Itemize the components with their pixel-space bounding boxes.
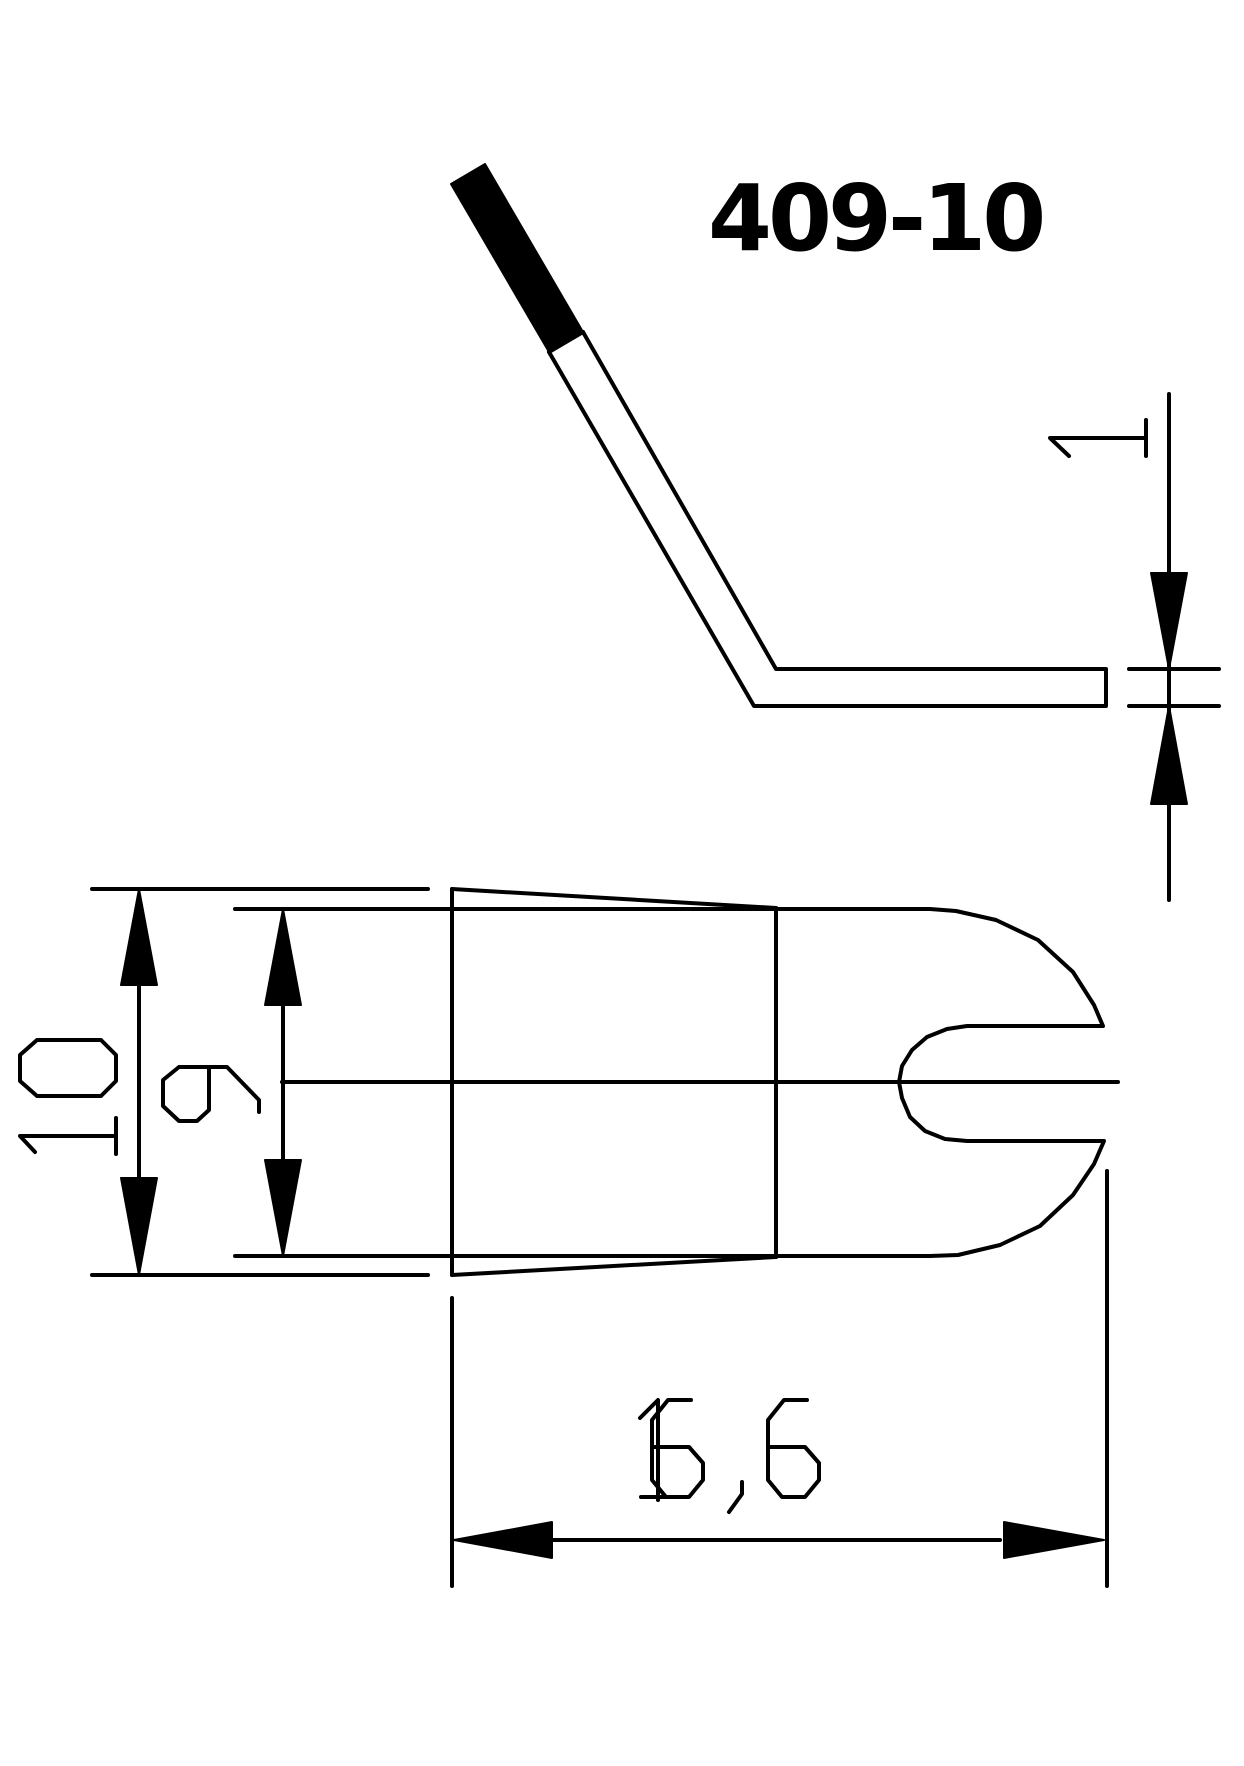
shank-bottom-taper — [450, 1255, 778, 1277]
arrow-up-icon — [1150, 705, 1188, 805]
dimension-value-1 — [1048, 418, 1148, 458]
tongue-outline — [774, 907, 1106, 1258]
svg-text:9: 9 — [200, 1089, 201, 1091]
arrow-left-icon — [453, 1521, 553, 1559]
dimension-value-9 — [161, 1065, 261, 1123]
side-view: 1 — [450, 163, 1221, 902]
arrow-down-icon — [264, 1159, 302, 1257]
thickness-dimension: 1 — [1048, 392, 1221, 902]
leg-tip-boundary — [547, 330, 585, 354]
length-dimension: 16,6 — [450, 1169, 1109, 1588]
arrow-down-icon — [1150, 572, 1188, 670]
arrow-right-icon — [1003, 1521, 1105, 1559]
side-profile-outline — [547, 330, 1108, 708]
arrow-down-icon — [120, 1177, 158, 1276]
dimension-value-10 — [18, 1038, 118, 1156]
part-number-label: 409-10 — [708, 165, 1042, 272]
outer-width-dimension: 10 — [18, 888, 158, 1276]
svg-text:10: 10 — [60, 1079, 62, 1081]
top-view: 10 9 — [18, 887, 1120, 1588]
dimension-value-16-6 — [638, 1398, 821, 1514]
angled-leg-tip — [450, 163, 584, 353]
arrow-up-icon — [120, 888, 158, 986]
shank-top-taper — [450, 887, 778, 910]
inner-width-dimension: 9 — [161, 908, 302, 1257]
arrow-up-icon — [264, 908, 302, 1006]
svg-text:16,6: 16,6 — [700, 1459, 703, 1461]
